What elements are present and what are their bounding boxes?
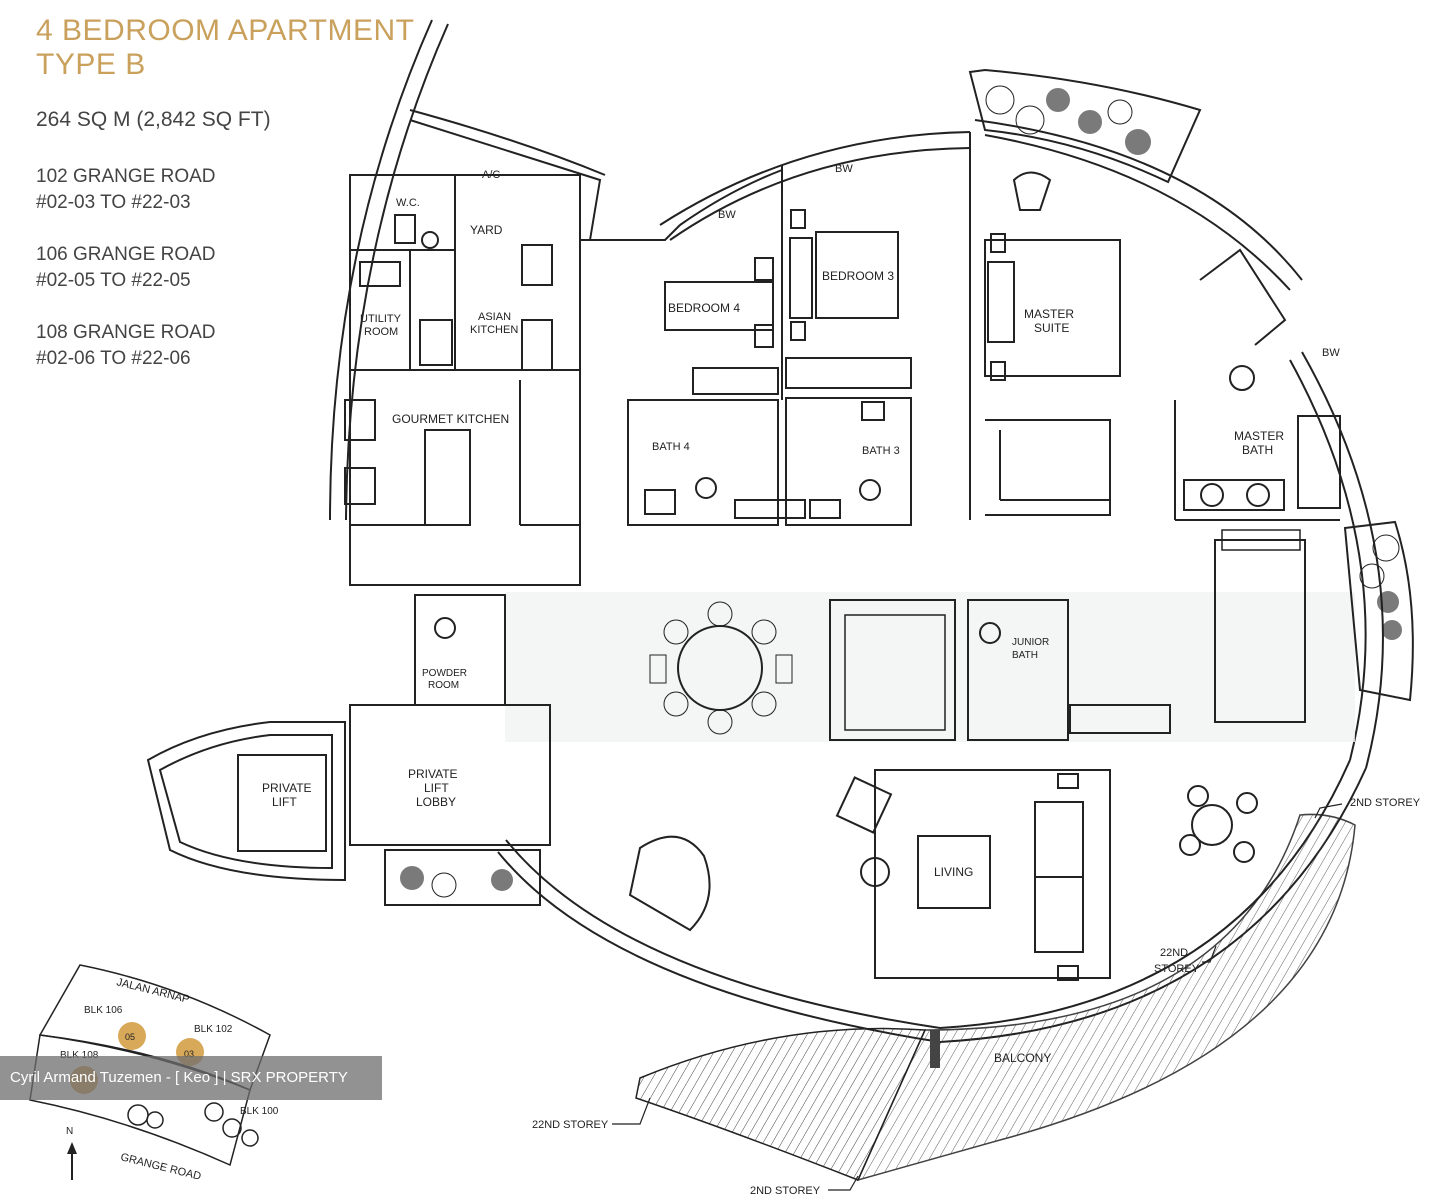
site-blk102: BLK 102 bbox=[194, 1024, 233, 1035]
planter-right bbox=[1343, 520, 1414, 702]
master-bath-label-2: BATH bbox=[1242, 443, 1273, 457]
second-storey-bottom-label: 2ND STOREY bbox=[750, 1185, 821, 1197]
master-suite-block bbox=[984, 171, 1341, 521]
master-suite-label-2: SUITE bbox=[1034, 321, 1069, 335]
address-units: #02-05 TO #22-05 bbox=[36, 270, 191, 291]
lift-lobby-label-1: PRIVATE bbox=[408, 767, 458, 781]
plan-title: 4 BEDROOM APARTMENT TYPE B bbox=[36, 14, 414, 82]
powder-room-label-1: POWDER bbox=[422, 668, 467, 679]
site-blk100: BLK 100 bbox=[240, 1106, 279, 1117]
watermark-banner: Cyril Armand Tuzemen - [ Keo ] | SRX PRO… bbox=[0, 1056, 382, 1100]
bedroom3-label: BEDROOM 3 bbox=[822, 269, 894, 283]
private-lift-label-1: PRIVATE bbox=[262, 781, 312, 795]
plan-title-line2: TYPE B bbox=[36, 48, 146, 81]
planter-lobby bbox=[384, 849, 541, 906]
powder-room-block bbox=[414, 594, 1171, 741]
asian-kitchen-label-2: KITCHEN bbox=[470, 324, 518, 336]
twentysecond-storey-right-label-1: 22ND bbox=[1160, 947, 1188, 959]
address-road: 102 GRANGE ROAD bbox=[36, 166, 216, 187]
ac-ledge bbox=[409, 109, 606, 241]
bath3-label: BATH 3 bbox=[862, 445, 900, 457]
bw-label-3: BW bbox=[1322, 347, 1340, 359]
address-block-2: 106 GRANGE ROAD #02-05 TO #22-05 bbox=[36, 242, 216, 294]
site-grange-road: GRANGE ROAD bbox=[119, 1151, 202, 1183]
lift-lobby-label-2: LIFT bbox=[424, 781, 449, 795]
central-band bbox=[505, 529, 1355, 742]
site-north-label: N bbox=[66, 1126, 73, 1137]
address-block-3: 108 GRANGE ROAD #02-06 TO #22-06 bbox=[36, 320, 216, 372]
bw-label-1: BW bbox=[718, 209, 736, 221]
master-suite-label-1: MASTER bbox=[1024, 307, 1074, 321]
site-jalan-arnap: JALAN ARNAP bbox=[115, 976, 190, 1006]
master-bath-label-1: MASTER bbox=[1234, 429, 1284, 443]
living-label: LIVING bbox=[934, 865, 973, 879]
utility-room-label-2: ROOM bbox=[364, 326, 398, 338]
gourmet-kitchen-label: GOURMET KITCHEN bbox=[392, 412, 509, 426]
private-lift-label-2: LIFT bbox=[272, 795, 297, 809]
address-road: 108 GRANGE ROAD bbox=[36, 322, 216, 343]
address-units: #02-06 TO #22-06 bbox=[36, 348, 191, 369]
plan-title-line1: 4 BEDROOM APARTMENT bbox=[36, 14, 415, 47]
utility-room-label-1: UTILITY bbox=[360, 313, 402, 325]
address-block-1: 102 GRANGE ROAD #02-03 TO #22-03 bbox=[36, 164, 216, 216]
site-highlight-unit-05 bbox=[118, 1022, 146, 1050]
private-lift-block bbox=[146, 704, 551, 882]
storey-annotations bbox=[612, 803, 1343, 1191]
bath4-label: BATH 4 bbox=[652, 441, 690, 453]
asian-kitchen-label-1: ASIAN bbox=[478, 311, 511, 323]
site-blk106: BLK 106 bbox=[84, 1005, 123, 1016]
bw-label-2: BW bbox=[835, 163, 853, 175]
address-units: #02-03 TO #22-03 bbox=[36, 192, 191, 213]
site-blk108: BLK 108 bbox=[60, 1050, 99, 1061]
site-unit-03-label: 03 bbox=[184, 1049, 194, 1059]
address-road: 106 GRANGE ROAD bbox=[36, 244, 216, 265]
bedroom-block bbox=[579, 132, 971, 526]
planter-top bbox=[968, 68, 1202, 184]
lift-lobby-label-3: LOBBY bbox=[416, 795, 456, 809]
north-arrow-head-icon bbox=[67, 1142, 77, 1154]
junior-bath-label-1: JUNIOR bbox=[1012, 637, 1049, 648]
twentysecond-storey-right-label-2: STOREY bbox=[1154, 963, 1200, 975]
bedroom4-label: BEDROOM 4 bbox=[668, 301, 740, 315]
site-unit-05-label: 05 bbox=[125, 1032, 135, 1042]
twentysecond-storey-left-label: 22ND STOREY bbox=[532, 1119, 609, 1131]
living-area bbox=[628, 769, 1258, 981]
balcony-label: BALCONY bbox=[994, 1051, 1051, 1065]
unit-area: 264 SQ M (2,842 SQ FT) bbox=[36, 108, 271, 131]
yard-label: YARD bbox=[470, 223, 503, 237]
second-storey-right-label: 2ND STOREY bbox=[1350, 797, 1421, 809]
junior-bath-label-2: BATH bbox=[1012, 650, 1038, 661]
powder-room-label-2: ROOM bbox=[428, 680, 459, 691]
balcony-floor bbox=[635, 813, 1356, 1182]
wc-label: W.C. bbox=[396, 197, 420, 209]
kitchen-block bbox=[344, 174, 581, 586]
